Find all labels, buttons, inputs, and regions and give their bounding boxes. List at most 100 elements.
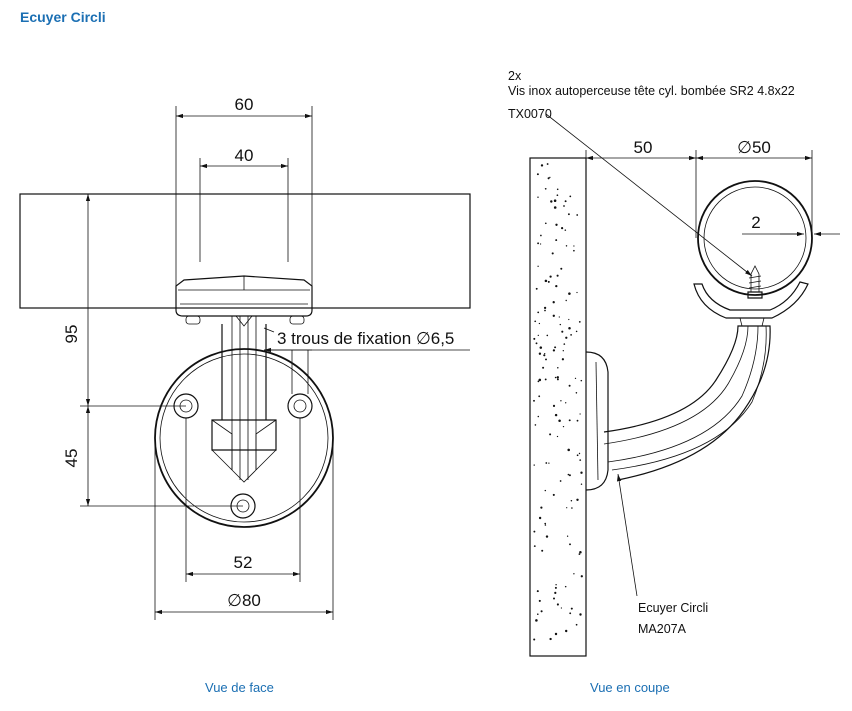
wall-speckle bbox=[555, 239, 558, 242]
wall-speckle bbox=[540, 506, 543, 509]
wall-speckle bbox=[578, 553, 581, 555]
wall-speckle bbox=[571, 507, 573, 509]
wall-speckle bbox=[560, 267, 563, 270]
wall-speckle bbox=[553, 206, 557, 209]
wall-speckle bbox=[545, 462, 548, 464]
part-ref: MA207A bbox=[638, 622, 687, 636]
dim-dia-50: ∅50 bbox=[737, 138, 771, 157]
front-view: 60 40 95 45 52 ∅80 3 trous de fixation ∅… bbox=[19, 95, 471, 620]
wall-speckle bbox=[560, 607, 563, 609]
wall-speckle bbox=[549, 637, 552, 641]
wall-speckle bbox=[559, 323, 562, 326]
caption-front-view: Vue de face bbox=[205, 680, 274, 695]
wall-speckle bbox=[550, 200, 553, 203]
wall-speckle bbox=[541, 549, 544, 552]
wall-speckle bbox=[535, 342, 538, 345]
wall-speckle bbox=[555, 223, 558, 226]
wall-speckle bbox=[545, 535, 549, 538]
wall-speckle bbox=[556, 603, 559, 606]
wall-speckle bbox=[549, 176, 551, 179]
handrail-tube bbox=[697, 180, 813, 296]
wall-speckle bbox=[533, 464, 535, 466]
wall-speckle bbox=[564, 200, 567, 203]
wall-speckle bbox=[567, 473, 570, 476]
wall-speckle bbox=[544, 352, 546, 355]
wall-speckle bbox=[560, 400, 562, 402]
wall-speckle bbox=[564, 229, 567, 231]
wall-speckle bbox=[567, 448, 570, 452]
holes-callout: 3 trous de fixation ∅6,5 bbox=[277, 329, 454, 348]
wall-speckle bbox=[554, 632, 558, 636]
wall-speckle bbox=[558, 316, 560, 318]
wall-speckle bbox=[536, 173, 539, 176]
wall-speckle bbox=[555, 284, 558, 288]
wall-speckle bbox=[573, 245, 575, 247]
wall-speckle bbox=[537, 242, 540, 245]
wall-speckle bbox=[556, 378, 559, 381]
wall-speckle bbox=[562, 350, 564, 352]
wall-speckle bbox=[555, 584, 557, 586]
wall-speckle bbox=[533, 545, 536, 547]
handrail-outline bbox=[19, 193, 471, 309]
wall-speckle bbox=[546, 334, 549, 337]
wall-speckle bbox=[568, 419, 571, 422]
wall-plate bbox=[585, 351, 609, 491]
wall-speckle bbox=[552, 493, 555, 496]
wall-speckle bbox=[554, 586, 557, 589]
wall-speckle bbox=[549, 275, 552, 278]
wall-speckle bbox=[580, 379, 583, 382]
screw-qty: 2x bbox=[508, 69, 522, 83]
wall-speckle bbox=[542, 366, 545, 369]
wall-speckle bbox=[579, 459, 582, 461]
wall-speckle bbox=[544, 309, 546, 312]
wall-speckle bbox=[561, 227, 564, 230]
wall-speckle bbox=[554, 346, 557, 349]
wall-speckle bbox=[561, 330, 564, 333]
wall-speckle bbox=[565, 299, 567, 302]
dim-52: 52 bbox=[234, 553, 253, 572]
wall-speckle bbox=[552, 404, 556, 407]
dim-95: 95 bbox=[62, 325, 81, 344]
wall-speckle bbox=[579, 550, 582, 554]
wall-speckle bbox=[552, 314, 555, 317]
dim-45: 45 bbox=[62, 449, 81, 468]
wall-speckle bbox=[563, 343, 566, 345]
wall-speckle bbox=[538, 516, 542, 520]
wall-speckle bbox=[576, 454, 579, 457]
wall-speckle bbox=[537, 334, 539, 337]
wall-speckle bbox=[580, 483, 583, 485]
bracket-arm bbox=[603, 325, 771, 481]
wall-speckle bbox=[578, 452, 581, 455]
wall-speckle bbox=[544, 187, 547, 190]
wall-speckle bbox=[559, 480, 562, 482]
wall-speckle bbox=[558, 419, 561, 422]
wall-speckle bbox=[569, 195, 572, 198]
wall-speckle bbox=[533, 337, 536, 340]
wall-speckle bbox=[551, 252, 554, 255]
wall-speckle bbox=[562, 425, 565, 428]
wall-speckle bbox=[567, 213, 570, 216]
wall-speckle bbox=[565, 402, 567, 404]
dim-dia-80: ∅80 bbox=[227, 591, 261, 610]
wall-speckle bbox=[576, 214, 579, 216]
dim-2: 2 bbox=[751, 213, 760, 232]
wall-speckle bbox=[563, 205, 565, 207]
wall-speckle bbox=[544, 524, 547, 526]
wall-speckle bbox=[575, 623, 578, 626]
wall-speckle bbox=[579, 413, 581, 415]
wall-speckle bbox=[540, 234, 542, 237]
wall-speckle bbox=[556, 194, 559, 197]
wall-speckle bbox=[568, 474, 571, 477]
wall-speckle bbox=[540, 610, 543, 613]
wall-speckle bbox=[554, 376, 557, 379]
wall-speckle bbox=[540, 164, 544, 167]
wall-speckle bbox=[553, 597, 555, 600]
wall-speckle bbox=[537, 380, 540, 383]
wall-speckle bbox=[556, 274, 559, 277]
wall-speckle bbox=[569, 543, 571, 546]
wall-speckle bbox=[538, 322, 541, 325]
page-title: Ecuyer Circli bbox=[20, 9, 106, 25]
wall-speckle bbox=[570, 334, 572, 336]
section-view: 50 ∅50 2 2x Vis inox autoperceuse tête c… bbox=[508, 69, 840, 657]
wall-speckle bbox=[537, 613, 539, 615]
